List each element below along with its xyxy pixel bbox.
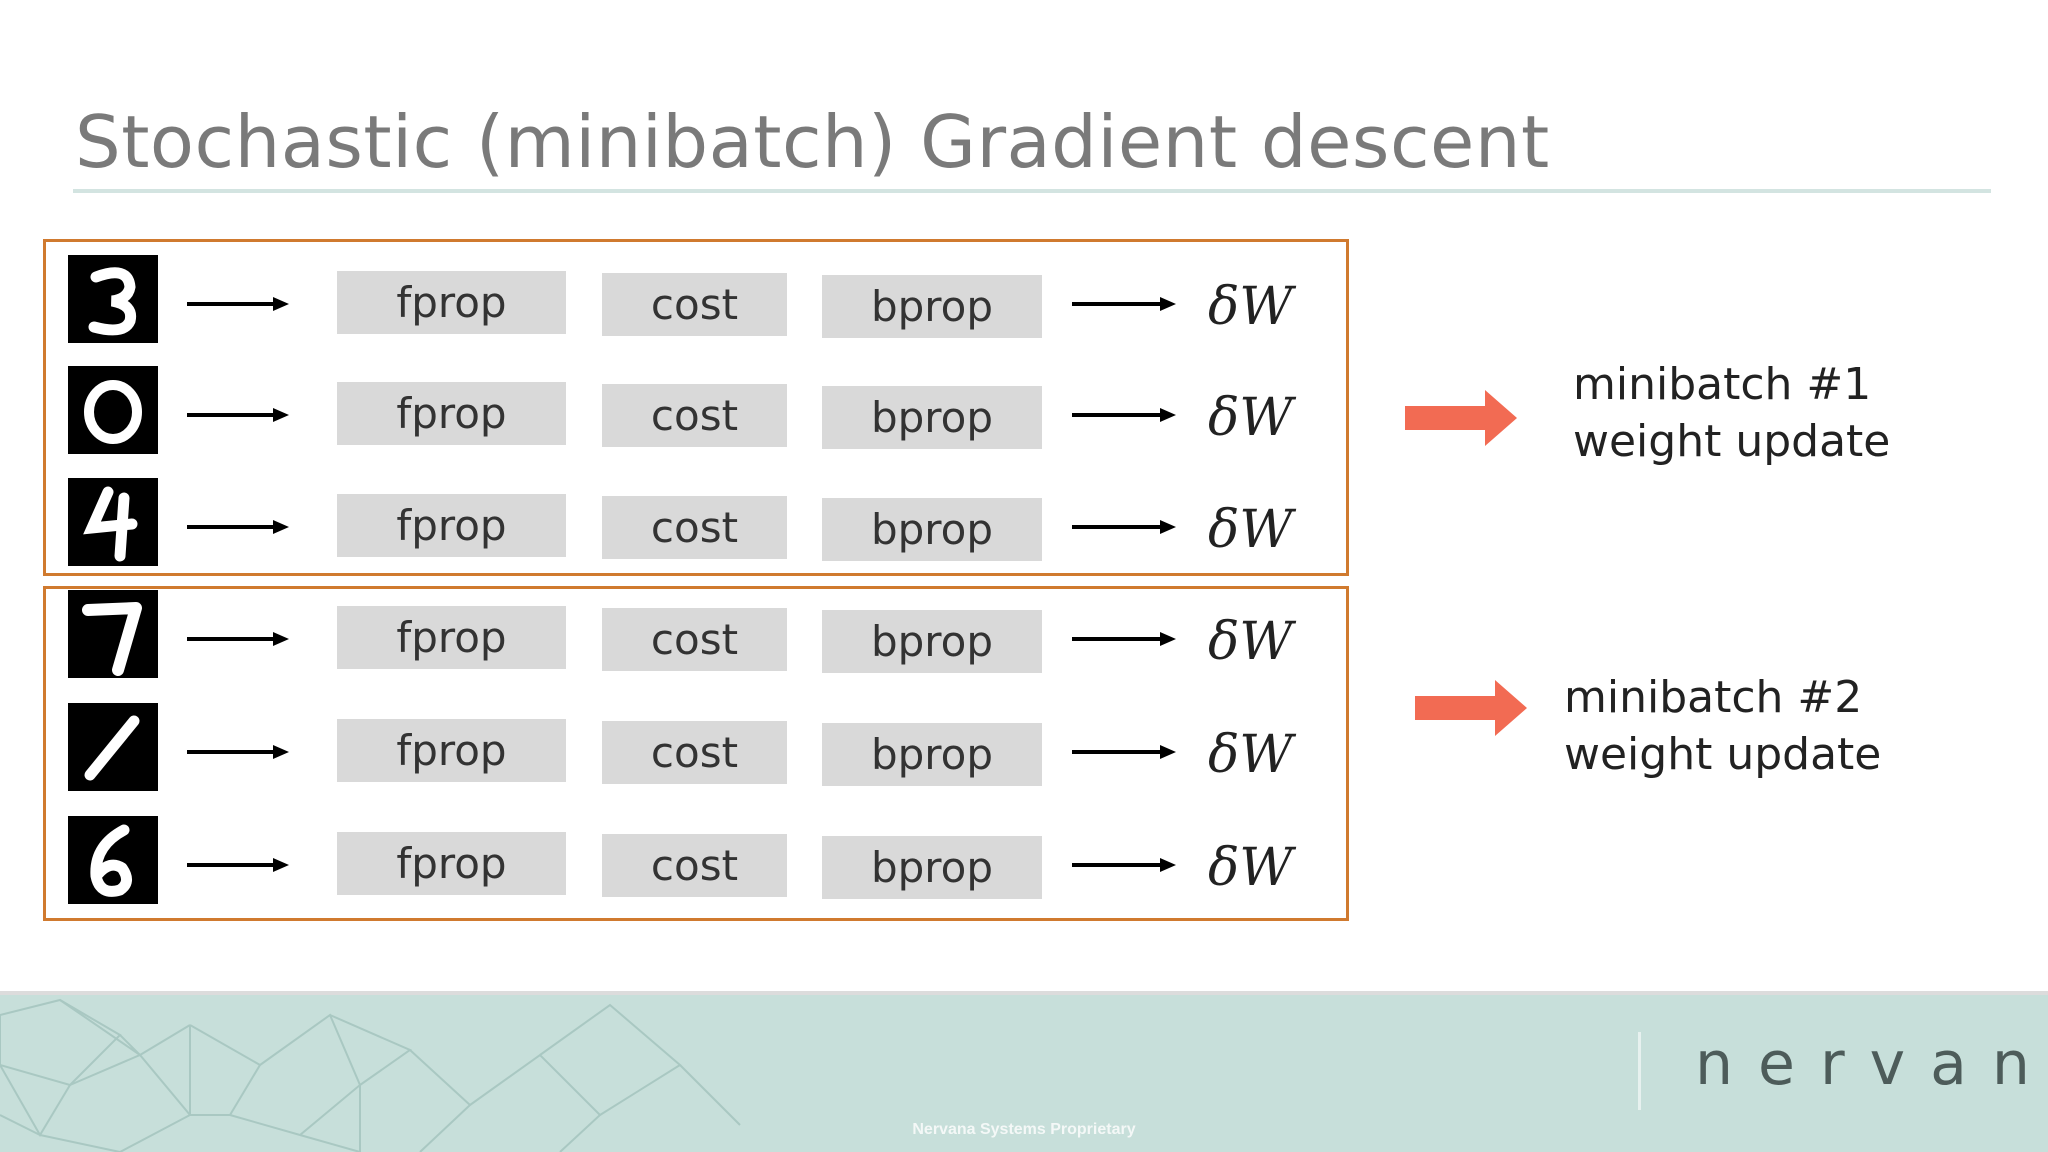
arrow-right-icon	[187, 629, 289, 649]
fprop-box: fprop	[337, 271, 566, 334]
minibatch-1-subtitle: weight update	[1573, 416, 1891, 467]
cost-box: cost	[602, 834, 787, 897]
mesh-pattern-icon	[0, 998, 741, 1152]
minibatch-1-label: minibatch #1 weight update	[1573, 356, 1890, 470]
cost-box: cost	[602, 608, 787, 671]
nervana-logo: nervana	[1695, 1029, 2048, 1099]
proprietary-notice: Nervana Systems Proprietary	[912, 1121, 1136, 1138]
footer-divider	[0, 991, 2048, 995]
slide-title: Stochastic (minibatch) Gradient descent	[75, 100, 1550, 184]
arrow-right-icon	[187, 405, 289, 425]
fprop-box: fprop	[337, 606, 566, 669]
cost-box: cost	[602, 496, 787, 559]
arrow-right-icon	[1072, 294, 1176, 314]
cost-box: cost	[602, 273, 787, 336]
cost-box: cost	[602, 721, 787, 784]
arrow-right-icon	[1072, 855, 1176, 875]
minibatch-2-arrow-icon	[1415, 680, 1527, 741]
arrow-right-icon	[187, 855, 289, 875]
digit-4-image	[68, 478, 158, 566]
digit-6-image	[68, 816, 158, 904]
minibatch-2-label: minibatch #2 weight update	[1564, 669, 1881, 783]
arrow-right-icon	[187, 517, 289, 537]
arrow-right-icon	[187, 294, 289, 314]
delta-w-label: δW	[1208, 838, 1293, 898]
minibatch-1-arrow-icon	[1405, 390, 1517, 451]
digit-1-image	[68, 703, 158, 791]
bprop-box: bprop	[822, 610, 1042, 673]
fprop-box: fprop	[337, 382, 566, 445]
minibatch-2-title: minibatch #2	[1564, 672, 1863, 723]
arrow-right-icon	[187, 742, 289, 762]
footer-band: nervana Nervana Systems Proprietary	[0, 995, 2048, 1152]
bprop-box: bprop	[822, 723, 1042, 786]
delta-w-label: δW	[1208, 725, 1293, 785]
minibatch-1-box	[43, 239, 1349, 576]
delta-w-label: δW	[1208, 277, 1293, 337]
bprop-box: bprop	[822, 275, 1042, 338]
delta-w-label: δW	[1208, 388, 1293, 448]
minibatch-2-box	[43, 586, 1349, 921]
fprop-box: fprop	[337, 832, 566, 895]
delta-w-label: δW	[1208, 612, 1293, 672]
fprop-box: fprop	[337, 494, 566, 557]
digit-7-image	[68, 590, 158, 678]
title-underline	[73, 189, 1991, 193]
digit-0-image	[68, 366, 158, 454]
delta-w-label: δW	[1208, 500, 1293, 560]
digit-3-image	[68, 255, 158, 343]
fprop-box: fprop	[337, 719, 566, 782]
arrow-right-icon	[1072, 742, 1176, 762]
minibatch-1-title: minibatch #1	[1573, 359, 1872, 410]
footer-separator	[1638, 1032, 1641, 1110]
minibatch-2-subtitle: weight update	[1564, 729, 1882, 780]
arrow-right-icon	[1072, 517, 1176, 537]
bprop-box: bprop	[822, 836, 1042, 899]
arrow-right-icon	[1072, 405, 1176, 425]
cost-box: cost	[602, 384, 787, 447]
bprop-box: bprop	[822, 386, 1042, 449]
arrow-right-icon	[1072, 629, 1176, 649]
bprop-box: bprop	[822, 498, 1042, 561]
